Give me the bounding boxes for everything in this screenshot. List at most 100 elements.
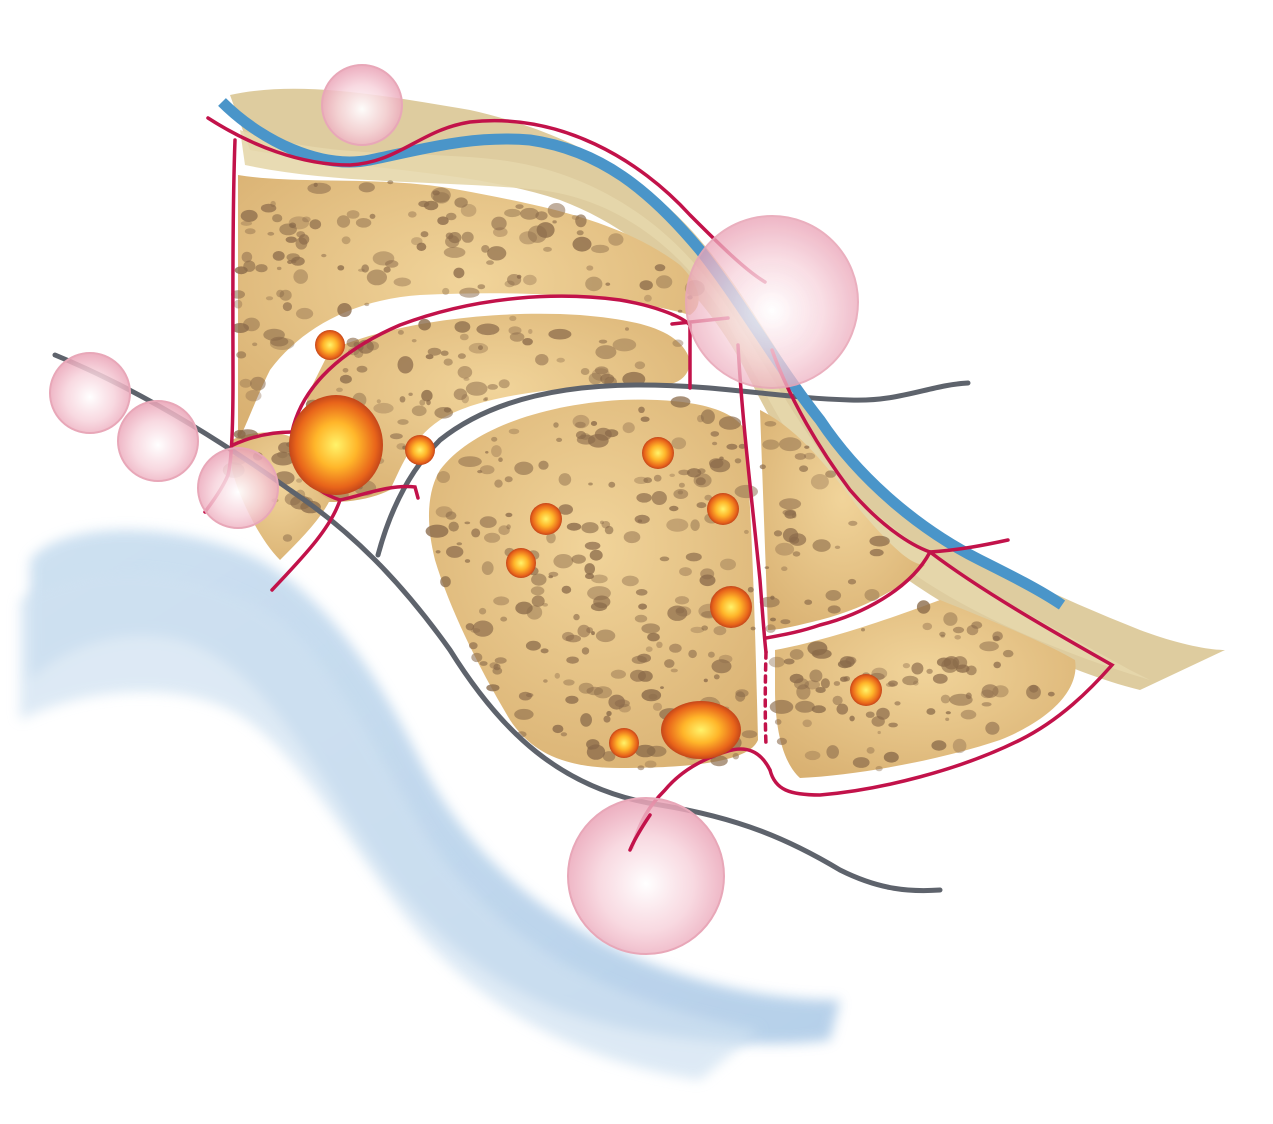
tissue-pore xyxy=(945,718,949,721)
tissue-pore xyxy=(556,438,562,442)
tissue-pore xyxy=(779,437,801,451)
tissue-pore xyxy=(821,678,830,688)
tissue-pore xyxy=(608,482,615,488)
tissue-pore xyxy=(748,587,754,593)
tissue-pore xyxy=(1003,650,1014,657)
tissue-pore xyxy=(250,377,266,391)
tissue-pore xyxy=(655,264,666,271)
tissue-pore xyxy=(803,720,812,728)
tissue-pore xyxy=(495,657,507,663)
tissue-pore xyxy=(266,296,273,300)
tissue-pore xyxy=(701,625,708,630)
tissue-pore xyxy=(552,220,556,223)
tissue-pore xyxy=(562,632,574,641)
tissue-pore xyxy=(604,716,611,723)
tissue-pore xyxy=(310,219,322,229)
tissue-pore xyxy=(587,744,605,759)
tissue-pore xyxy=(781,566,787,571)
tissue-pore xyxy=(478,284,486,289)
orange-node xyxy=(530,503,562,535)
tissue-pore xyxy=(343,368,349,373)
orange-node xyxy=(405,435,435,465)
tissue-pore xyxy=(505,513,512,517)
tissue-pore xyxy=(595,345,616,359)
tissue-pore xyxy=(296,308,313,319)
tissue-pore xyxy=(384,267,391,273)
tissue-pore xyxy=(469,343,488,354)
tissue-pore xyxy=(799,465,808,472)
tissue-pore xyxy=(255,264,267,272)
tissue-pore xyxy=(635,615,647,623)
orange-node xyxy=(710,586,752,628)
tissue-pore xyxy=(805,751,821,760)
tissue-pore xyxy=(676,606,692,616)
tissue-pore xyxy=(966,666,977,676)
tissue-pore xyxy=(437,216,448,225)
tissue-pore xyxy=(744,530,749,534)
tissue-pore xyxy=(491,437,497,442)
tissue-pore xyxy=(509,429,520,435)
tissue-pore xyxy=(664,659,674,668)
tissue-pore xyxy=(548,203,566,218)
tissue-pore xyxy=(902,676,918,685)
tissue-pore xyxy=(561,732,567,736)
tissue-pore xyxy=(573,237,592,252)
orange-node-large-bottom xyxy=(661,701,741,759)
tissue-pore xyxy=(611,670,626,679)
tissue-pore xyxy=(793,551,801,556)
tissue-pore xyxy=(701,409,715,424)
tissue-pore xyxy=(845,657,856,665)
tissue-pore xyxy=(487,246,506,260)
tissue-pore xyxy=(441,351,449,356)
tissue-pore xyxy=(400,396,406,402)
tissue-pore xyxy=(543,247,552,252)
tissue-pore xyxy=(686,553,702,562)
tissue-pore xyxy=(848,521,857,526)
tissue-pore xyxy=(742,730,757,738)
tissue-pore xyxy=(943,612,957,626)
tissue-pore xyxy=(471,528,480,537)
tissue-pore xyxy=(653,703,662,711)
tissue-pore xyxy=(591,602,607,611)
tissue-pore xyxy=(342,236,351,244)
tissue-pore xyxy=(555,673,560,679)
tissue-pore xyxy=(436,550,441,553)
tissue-pore xyxy=(678,310,683,313)
tissue-pore xyxy=(584,563,595,575)
tissue-pore xyxy=(656,642,662,648)
tissue-pore xyxy=(624,531,641,543)
tissue-pore xyxy=(361,264,369,272)
pink-sphere-left-3 xyxy=(198,448,278,528)
tissue-pore xyxy=(562,586,572,594)
tissue-pore xyxy=(789,533,806,546)
tissue-pore xyxy=(646,646,653,652)
tissue-pore xyxy=(510,332,525,341)
tissue-pore xyxy=(454,389,467,401)
tissue-pore xyxy=(458,353,466,359)
tissue-pore xyxy=(840,677,848,682)
tissue-pore xyxy=(398,330,404,335)
tissue-pore xyxy=(437,471,450,483)
tissue-pore xyxy=(770,700,794,714)
tissue-pore xyxy=(436,506,453,517)
tissue-pore xyxy=(509,316,516,321)
tissue-pore xyxy=(373,251,395,265)
tissue-pore xyxy=(591,575,608,584)
orange-node-large-left xyxy=(289,395,383,495)
tissue-pore xyxy=(894,701,900,705)
tissue-pore xyxy=(813,539,831,552)
tissue-pore xyxy=(711,431,720,437)
tissue-pore xyxy=(833,696,843,705)
tissue-pore xyxy=(580,713,592,727)
tissue-pore xyxy=(273,251,285,261)
tissue-pore xyxy=(337,265,344,270)
tissue-pore xyxy=(941,635,945,638)
tissue-pore xyxy=(484,533,500,543)
pink-sphere-large-right xyxy=(686,216,858,388)
tissue-pore xyxy=(538,461,548,470)
tissue-pore xyxy=(834,681,840,686)
tissue-pore xyxy=(270,201,275,207)
tissue-pore xyxy=(466,382,488,396)
tissue-pore xyxy=(642,689,662,701)
tissue-pore xyxy=(432,190,439,195)
